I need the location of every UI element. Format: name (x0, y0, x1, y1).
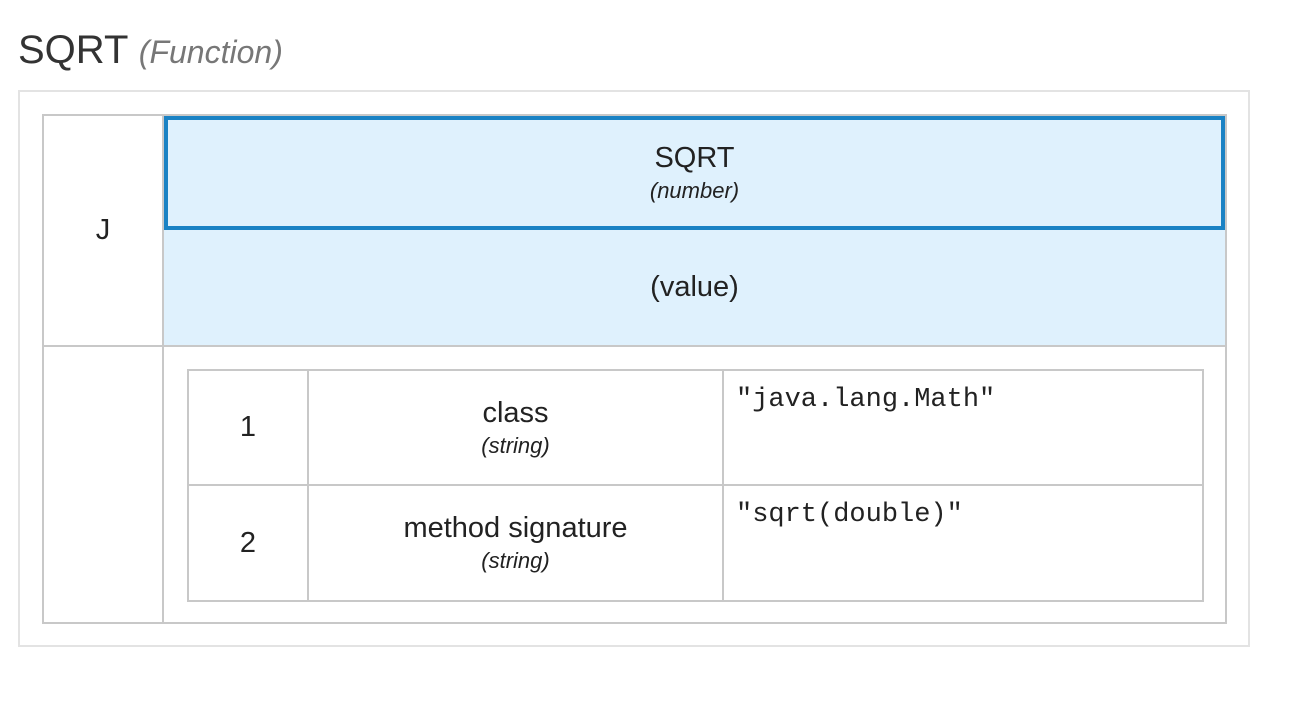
function-header-cell[interactable]: SQRT (number) (164, 116, 1225, 230)
function-value-text: (value) (650, 271, 739, 303)
parameter-name-cell[interactable]: method signature (string) (309, 486, 724, 600)
parameter-name: method signature (403, 512, 628, 544)
parameter-value: "java.lang.Math" (736, 385, 996, 415)
function-name-heading: SQRT (18, 28, 128, 72)
parameter-name: class (482, 396, 549, 429)
parameter-index-cell: 2 (189, 486, 309, 600)
function-header-name: SQRT (654, 142, 735, 174)
function-kind-text: J (95, 214, 111, 246)
row-number-column-empty (44, 347, 164, 622)
parameter-value-cell[interactable]: "sqrt(double)" (724, 486, 1202, 600)
parameter-value: "sqrt(double)" (736, 500, 963, 530)
parameter-type: (string) (481, 432, 550, 458)
function-kind-label: (Function) (138, 34, 283, 70)
function-kind-cell[interactable]: J (44, 116, 164, 347)
parameters-table: 1 class (string) "java.lang.Math" 2 meth… (187, 369, 1204, 602)
parameter-index-cell: 1 (189, 371, 309, 484)
parameter-index: 1 (239, 411, 257, 443)
parameter-index: 2 (239, 526, 257, 559)
parameter-name-cell[interactable]: class (string) (309, 371, 724, 484)
function-value-cell[interactable]: (value) (164, 230, 1225, 347)
function-table: J SQRT (number) (value) 1 class (string)… (42, 114, 1227, 624)
parameter-row[interactable]: 2 method signature (string) "sqrt(double… (189, 486, 1202, 600)
page-title: SQRT (Function) (18, 22, 283, 80)
function-header-type: (number) (649, 178, 740, 203)
parameter-value-cell[interactable]: "java.lang.Math" (724, 371, 1202, 484)
parameter-type: (string) (481, 548, 550, 573)
parameter-row[interactable]: 1 class (string) "java.lang.Math" (189, 371, 1202, 486)
